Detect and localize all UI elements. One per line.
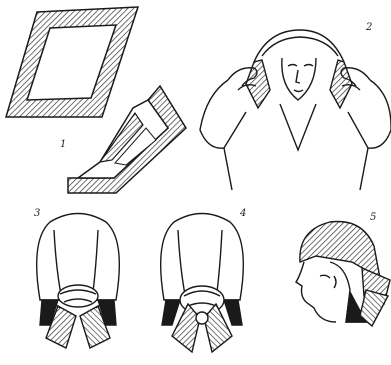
step-number-4: 4	[239, 208, 246, 219]
step-number-2: 2	[365, 22, 372, 33]
scarf-back-bow-icon	[161, 214, 244, 353]
step-number-5: 5	[370, 212, 376, 223]
square-scarf-icon	[6, 7, 138, 117]
step-number-3: 3	[34, 208, 40, 219]
scarf-back-knot-icon	[37, 214, 120, 349]
step-number-1: 1	[60, 139, 66, 150]
scarf-profile-icon	[296, 222, 390, 327]
woman-tying-scarf-icon	[200, 30, 391, 190]
